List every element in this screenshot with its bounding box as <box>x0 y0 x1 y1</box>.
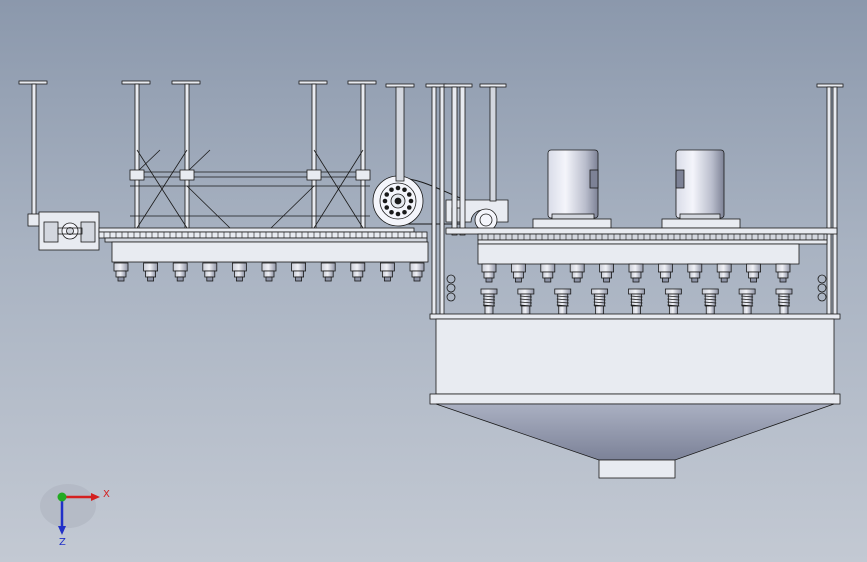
pulley-tooth <box>406 192 412 197</box>
right-nozzle-5 <box>599 263 614 283</box>
right-nozzle-8 <box>687 263 703 283</box>
pulley-tooth <box>406 205 412 210</box>
left-conveyor-rail <box>98 227 429 263</box>
pulley-tooth <box>395 211 401 217</box>
pulley-tooth <box>402 209 407 215</box>
right-conveyor-rail <box>445 227 838 265</box>
right-nozzle-1 <box>481 263 497 283</box>
left-nozzle-9 <box>350 262 366 282</box>
right-nozzle-9 <box>716 263 732 283</box>
left-nozzle-4 <box>202 262 218 282</box>
lower-nozzle-8 <box>738 288 756 315</box>
hopper-body[interactable] <box>429 313 841 479</box>
right-nozzle-10 <box>746 263 761 283</box>
x-axis-arrow-icon <box>91 493 100 501</box>
left-hangers <box>18 80 377 233</box>
truss-frame <box>129 149 371 229</box>
lower-nozzle-4 <box>591 288 609 315</box>
left-nozzle-1 <box>113 262 129 282</box>
right-hanger <box>816 83 844 318</box>
left-nozzle-7 <box>291 262 307 282</box>
right-nozzle-4 <box>569 263 585 283</box>
pulley-tooth <box>402 187 407 193</box>
x-axis-label: X <box>103 489 110 500</box>
left-nozzle-3 <box>172 262 188 282</box>
left-nozzle-2 <box>143 262 159 282</box>
y-axis-dot <box>57 492 67 502</box>
left-nozzle-8 <box>320 262 336 282</box>
lower-nozzle-5 <box>628 288 645 315</box>
lower-nozzle-1 <box>480 288 498 315</box>
right-nozzle-7 <box>658 263 673 283</box>
motor-left[interactable] <box>532 149 612 229</box>
lower-nozzle-row <box>480 288 793 315</box>
pulley-tooth <box>389 209 394 215</box>
lower-nozzle-7 <box>701 288 719 315</box>
motor-right[interactable] <box>661 149 741 229</box>
pulley-tooth <box>382 198 388 204</box>
z-axis-label: Z <box>59 537 66 548</box>
right-nozzle-11 <box>775 263 791 283</box>
pulley-tooth <box>408 198 414 204</box>
right-nozzle-row <box>481 263 791 283</box>
lower-nozzle-9 <box>775 288 793 315</box>
left-nozzle-6 <box>261 262 277 282</box>
pulley-tooth <box>389 187 394 193</box>
pulley-tooth <box>384 192 390 197</box>
z-axis-arrow-icon <box>58 526 66 535</box>
coordinate-triad: X Z <box>40 484 110 548</box>
left-drive-unit[interactable] <box>27 211 100 251</box>
lower-nozzle-2 <box>517 288 535 315</box>
right-nozzle-6 <box>628 263 644 283</box>
left-nozzle-5 <box>231 262 247 282</box>
left-nozzle-row <box>113 262 425 282</box>
pulley-tooth <box>384 205 390 210</box>
right-nozzle-2 <box>510 263 526 283</box>
lower-nozzle-6 <box>664 288 682 315</box>
left-nozzle-10 <box>379 262 395 282</box>
right-nozzle-3 <box>540 263 556 283</box>
lower-nozzle-3 <box>554 288 572 315</box>
pulley-tooth <box>395 185 401 191</box>
left-nozzle-11 <box>409 262 425 282</box>
